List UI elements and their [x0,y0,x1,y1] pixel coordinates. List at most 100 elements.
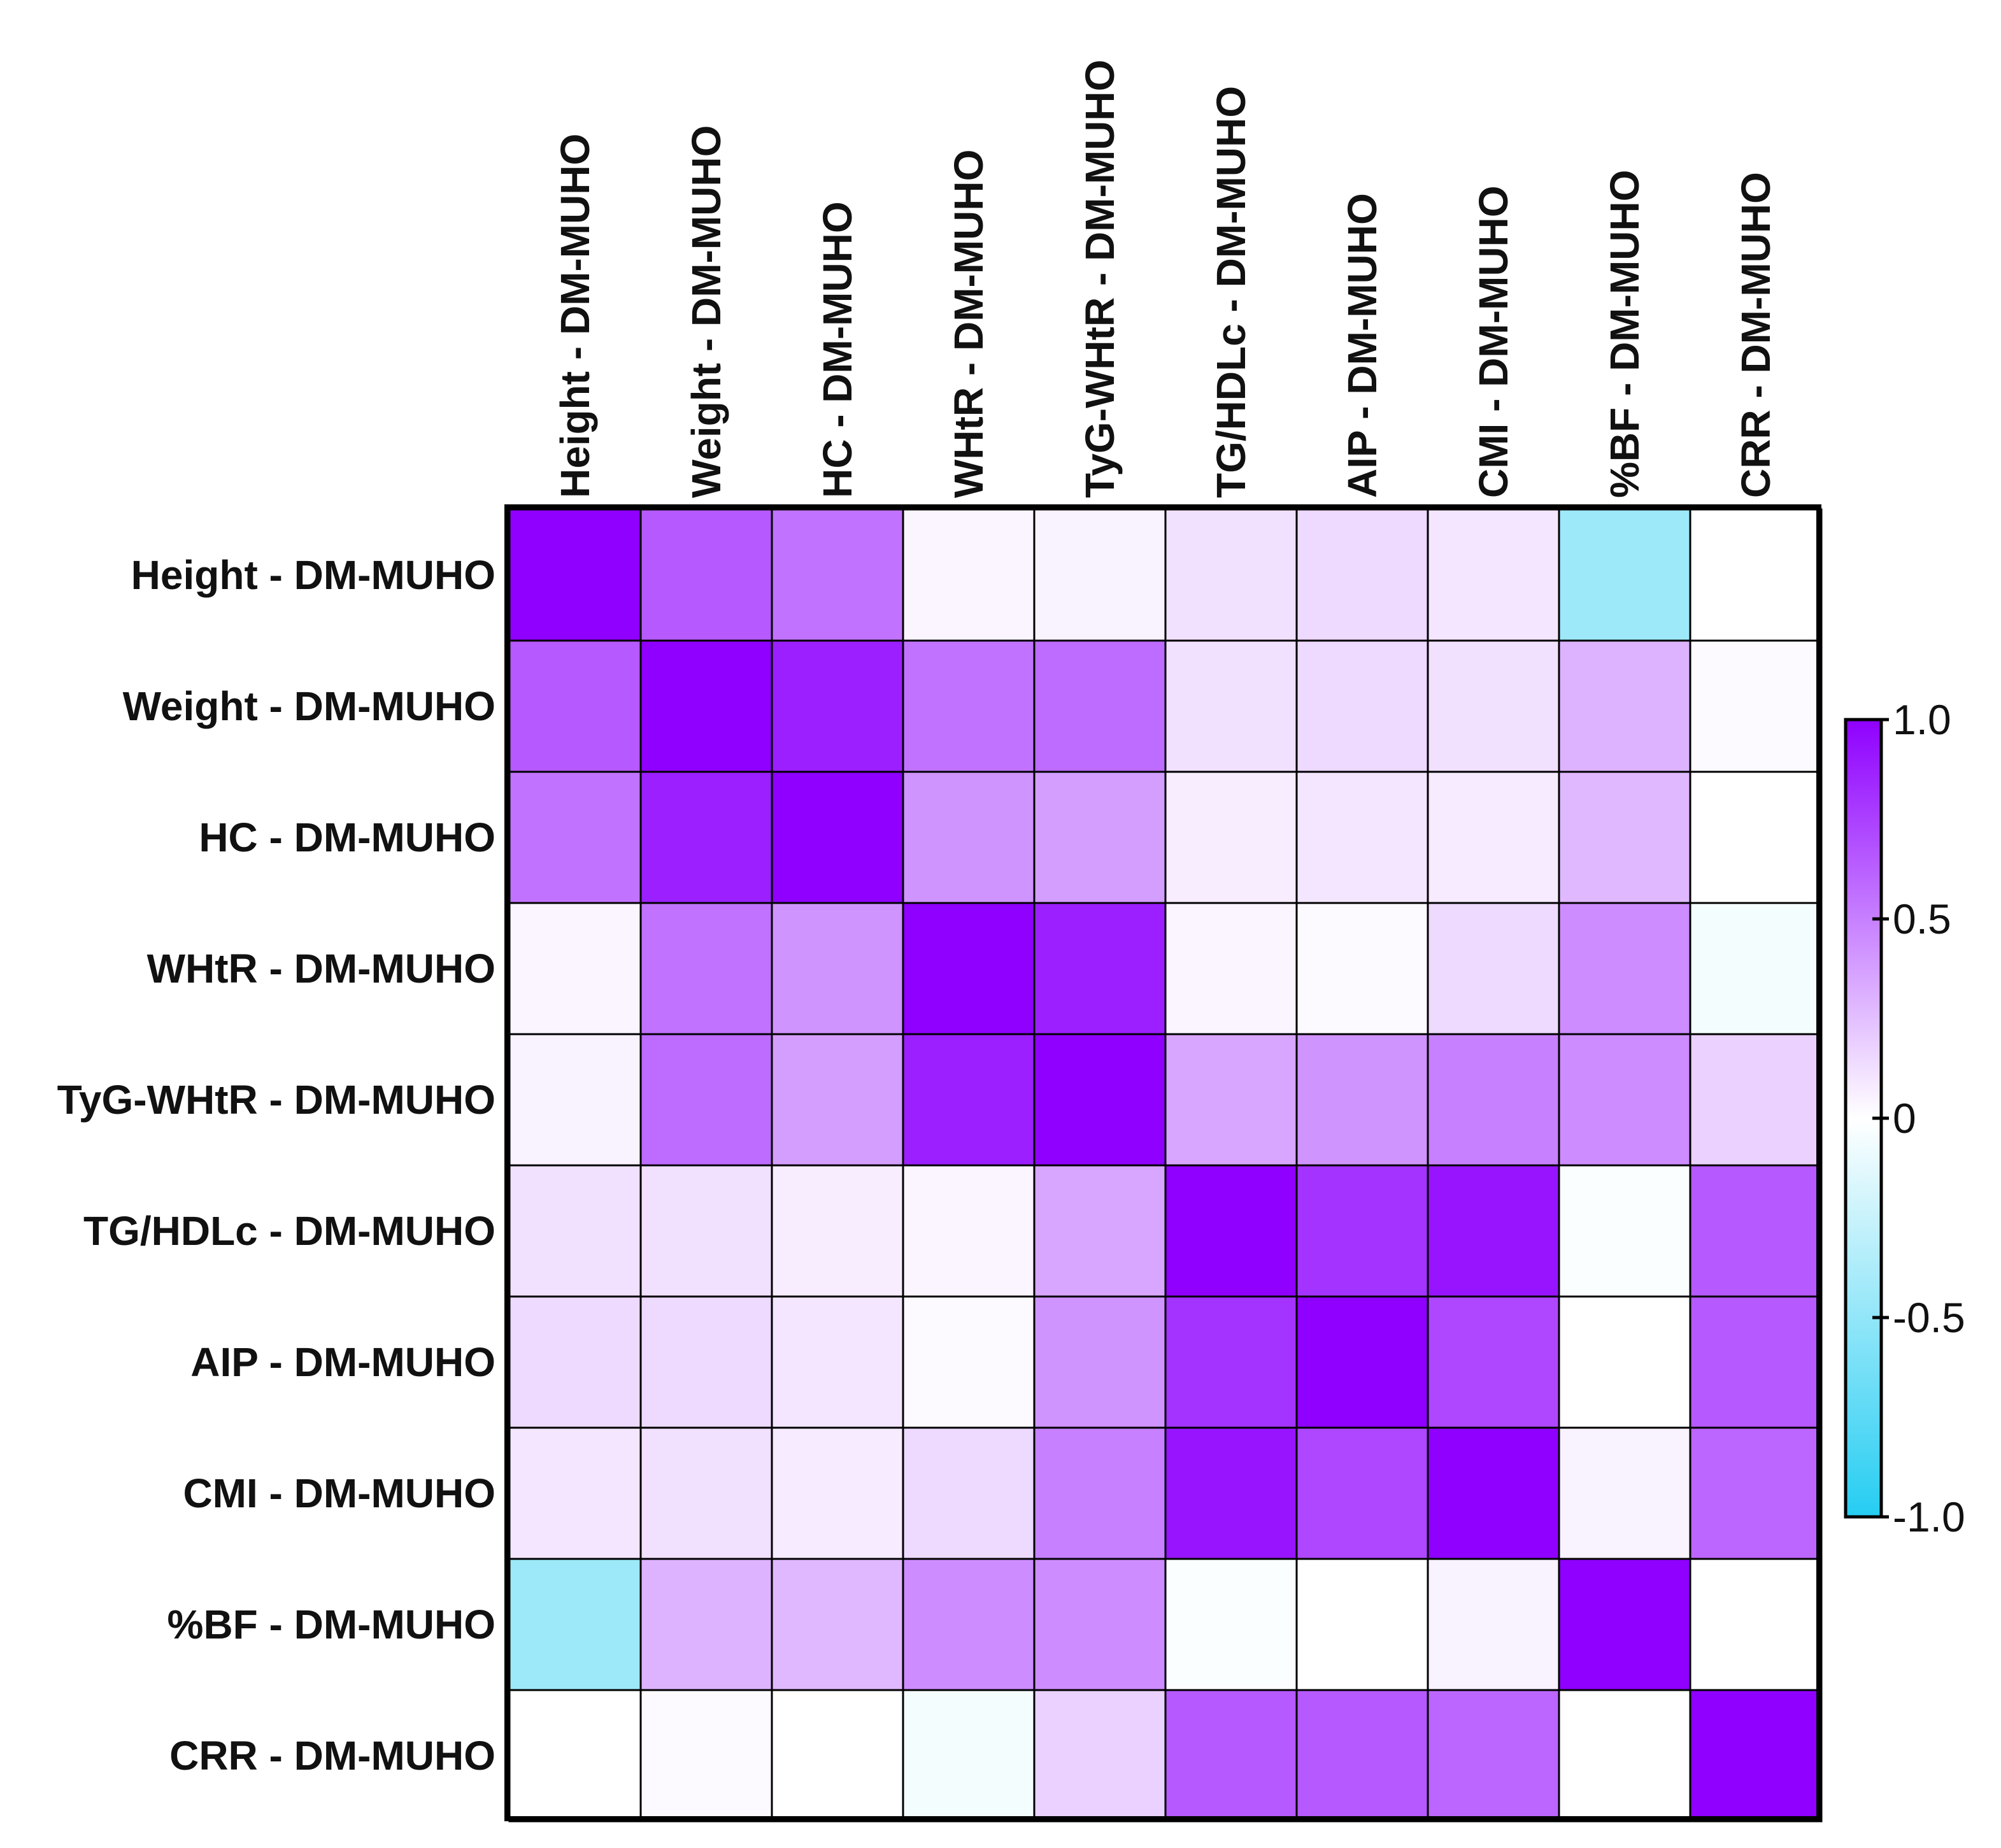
row-label: TG/HDLc - DM-MUHO [83,1208,495,1254]
column-label: HC - DM-MUHO [815,201,860,498]
heatmap-cell [902,508,1036,642]
heatmap-cell [508,902,642,1035]
heatmap-cell [1295,1689,1429,1823]
heatmap-cell [1033,1689,1167,1823]
heatmap-cell [1033,1426,1167,1560]
heatmap-cell [1033,1558,1167,1691]
heatmap-cell [1295,1295,1429,1429]
heatmap-cell [1689,508,1823,642]
heatmap-cell [1689,902,1823,1035]
heatmap-cell [771,1558,904,1691]
row-label: Weight - DM-MUHO [123,683,495,729]
heatmap-cell [771,1164,904,1298]
heatmap-cell [1295,639,1429,773]
column-label: AIP - DM-MUHO [1339,193,1385,498]
heatmap-cell [508,1033,642,1167]
heatmap-cell [1295,771,1429,904]
heatmap-cell [508,639,642,773]
heatmap-cell [902,1295,1036,1429]
row-label: WHtR - DM-MUHO [147,946,495,992]
heatmap-cell [508,508,642,642]
column-label: TyG-WHtR - DM-MUHO [1077,60,1123,498]
row-label: TyG-WHtR - DM-MUHO [57,1077,495,1123]
heatmap-cell [902,1689,1036,1823]
column-label: %BF - DM-MUHO [1602,170,1648,498]
heatmap-cell [1295,902,1429,1035]
heatmap-cell [902,1426,1036,1560]
colorbar-tick-label: 0.5 [1893,895,1951,942]
column-label: CMI - DM-MUHO [1470,185,1516,498]
column-label: Weight - DM-MUHO [683,125,729,498]
heatmap-cell [508,1164,642,1298]
heatmap-cell [1295,1164,1429,1298]
column-label: CRR - DM-MUHO [1733,172,1779,498]
heatmap-cell [1427,1689,1560,1823]
heatmap-cell [1033,1164,1167,1298]
heatmap-cell [1427,639,1560,773]
column-labels: Height - DM-MUHO Weight - DM-MUHO HC - DM-… [552,60,1779,498]
heatmap-cell [902,1558,1036,1691]
row-label: %BF - DM-MUHO [167,1602,495,1647]
heatmap-cell [1689,1558,1823,1691]
heatmap-cell [639,1295,773,1429]
heatmap-cell [1164,1558,1298,1691]
heatmap-cell [508,1426,642,1560]
heatmap-cell [1689,1426,1823,1560]
heatmap-cell [1427,1033,1560,1167]
heatmap-cell [771,771,904,904]
heatmap-cell [1033,639,1167,773]
heatmap-cell [1164,1164,1298,1298]
heatmap-cell [1295,1033,1429,1167]
heatmap-cell [1164,771,1298,904]
heatmap-cell [771,639,904,773]
heatmap-cell [771,508,904,642]
heatmap-cell [639,508,773,642]
heatmap-cell [639,902,773,1035]
heatmap-cell [1164,1426,1298,1560]
heatmap-cell [1558,1164,1691,1298]
heatmap-cell [1427,1426,1560,1560]
heatmap-cell [1033,902,1167,1035]
row-label: CMI - DM-MUHO [183,1470,495,1516]
heatmap-cell [1558,1426,1691,1560]
heatmap-cell [639,1558,773,1691]
colorbar-tick-label: -0.5 [1893,1294,1965,1341]
heatmap-cell [639,771,773,904]
heatmap-cell [1558,508,1691,642]
heatmap-cell [1164,902,1298,1035]
heatmap-cell [1295,508,1429,642]
heatmap-cell [771,1426,904,1560]
heatmap-cell [1558,639,1691,773]
column-label: TG/HDLc - DM-MUHO [1208,86,1254,498]
heatmap-cell [1427,1164,1560,1298]
colorbar-ticks: 1.00.50-0.5-1.0 [1872,696,1965,1540]
heatmap-cell [1689,1164,1823,1298]
heatmap-cell [1689,1033,1823,1167]
heatmap-cell [508,1295,642,1429]
column-label: WHtR - DM-MUHO [946,150,992,498]
heatmap-cell [1164,508,1298,642]
heatmap-cell [1558,1689,1691,1823]
heatmap-cell [1164,1295,1298,1429]
heatmap-cell [771,1295,904,1429]
heatmap-cells [508,508,1823,1823]
heatmap-cell [508,1558,642,1691]
heatmap-cell [902,639,1036,773]
heatmap-cell [1558,1033,1691,1167]
column-label: Height - DM-MUHO [552,134,598,498]
heatmap-cell [1689,1689,1823,1823]
heatmap-cell [771,1033,904,1167]
heatmap-cell [1295,1558,1429,1691]
heatmap-cell [902,902,1036,1035]
heatmap-cell [1164,639,1298,773]
heatmap-cell [1558,771,1691,904]
heatmap-cell [1558,902,1691,1035]
heatmap-cell [1689,771,1823,904]
heatmap-cell [1427,902,1560,1035]
heatmap-cell [1427,1295,1560,1429]
heatmap-cell [639,1689,773,1823]
heatmap-cell [1558,1558,1691,1691]
heatmap-cell [1033,1033,1167,1167]
heatmap-cell [1558,1295,1691,1429]
